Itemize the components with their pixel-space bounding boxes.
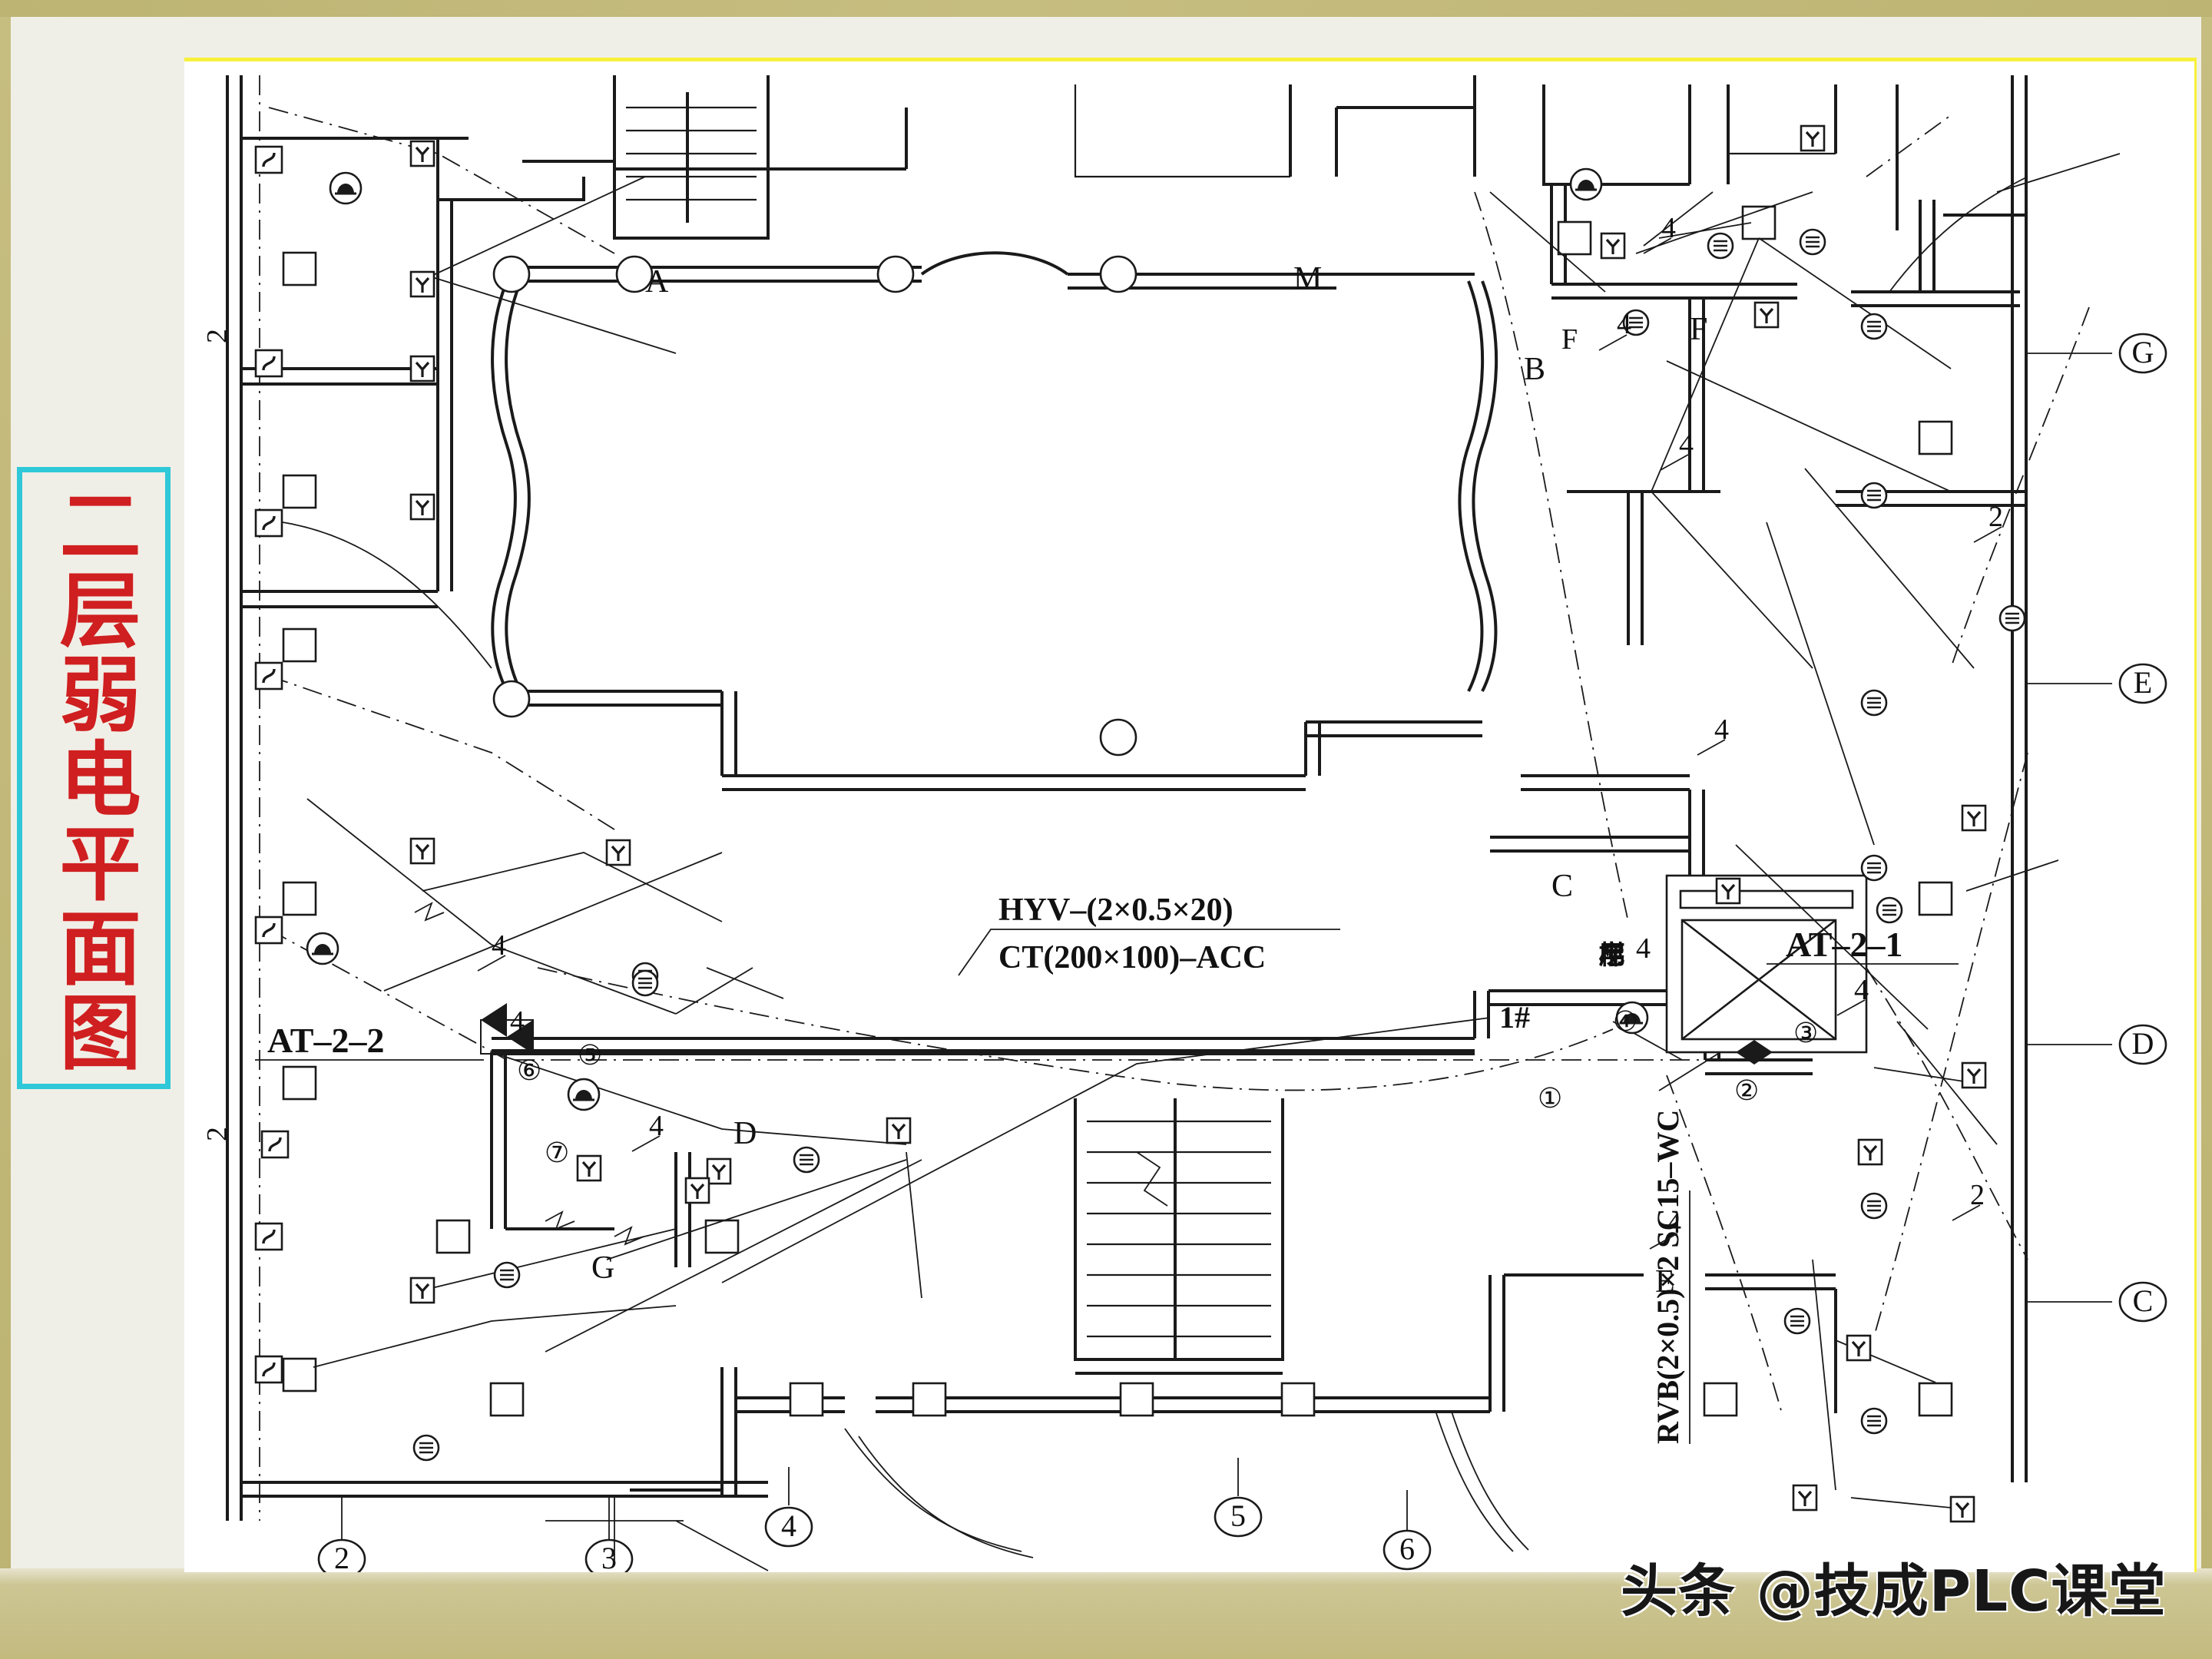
circuit-number: ⑦ xyxy=(545,1137,569,1169)
node-letter-B: B xyxy=(1524,352,1545,387)
panel-label-at-2-2: AT–2–2 xyxy=(255,1021,484,1061)
node-letter-C: C xyxy=(1551,869,1573,904)
grid-bubble-3: 3 xyxy=(584,1496,634,1572)
wire-count: 4 xyxy=(649,1110,664,1142)
grid-bubble-D: D xyxy=(2026,1024,2167,1065)
wire-count: 4 xyxy=(1636,932,1651,965)
cable-spec-line2: CT(200×100)–ACC xyxy=(998,940,1266,975)
wire-count: 4 xyxy=(1679,429,1694,461)
grid-bubble-C: C xyxy=(2026,1281,2167,1323)
slide-title-box: 二层弱电平面图 xyxy=(17,467,171,1089)
wire-count: 4 xyxy=(510,1005,525,1038)
circuit-number: ④ xyxy=(1613,1006,1637,1038)
wire-count: 4 xyxy=(1854,974,1869,1006)
grid-bubble-6: 6 xyxy=(1382,1490,1432,1571)
wire-count: 2 xyxy=(201,1127,233,1141)
wire-count: 4 xyxy=(1667,1207,1681,1240)
cable-spec-line1: HYV–(2×0.5×20) xyxy=(998,892,1233,928)
cable-spec-main-trunk: HYV–(2×0.5×20) CT(200×100)–ACC xyxy=(958,892,1340,976)
panel-at-2-2-symbol xyxy=(480,1003,534,1055)
cable-spec-riser: RVB(2×0.5)×2 SC15–WC xyxy=(1651,1110,1690,1444)
circuit-number: ⑥ xyxy=(517,1055,541,1087)
wire-count: 2 xyxy=(201,329,233,343)
node-letter-D: D xyxy=(733,1116,757,1151)
node-letter-M: M xyxy=(1293,261,1322,296)
grid-bubble-E: E xyxy=(2026,663,2167,704)
elevator-shaft-symbol xyxy=(1665,874,1868,1065)
floorplan-vector: .w {fill:none;stroke:#1a1a1a;stroke-widt… xyxy=(201,75,2167,1572)
circuit-number: ⑤ xyxy=(578,1040,602,1071)
grid-bubble-5: 5 xyxy=(1214,1458,1263,1538)
circuit-number: ② xyxy=(1734,1075,1759,1107)
grid-label: D xyxy=(2132,1026,2154,1061)
wire-count: 4 xyxy=(1661,212,1676,244)
node-letter-G: G xyxy=(591,1250,614,1286)
panel-label: AT–2–2 xyxy=(267,1021,385,1060)
page-title: 二层弱电平面图 xyxy=(45,483,142,1075)
grid-bubble-2: 2 xyxy=(317,1496,366,1572)
node-letter-E: E xyxy=(1655,1264,1675,1300)
grid-label: 5 xyxy=(1230,1498,1246,1533)
circuit-number: ③ xyxy=(1793,1018,1818,1049)
floorplan-drawing-canvas: .w {fill:none;stroke:#1a1a1a;stroke-widt… xyxy=(184,58,2197,1572)
node-letter-F2: F xyxy=(1561,323,1578,356)
grid-label: E xyxy=(2134,665,2152,700)
cable-spec-riser-text: RVB(2×0.5)×2 SC15–WC xyxy=(1651,1110,1685,1444)
structural-columns xyxy=(282,205,1953,1417)
grid-label: G xyxy=(2132,335,2154,369)
text-labels: HYV–(2×0.5×20) CT(200×100)–ACC RVB(2×0.5… xyxy=(201,212,2003,1444)
slide-bottom-decorative-band xyxy=(0,1568,2212,1659)
wire-count: 4 xyxy=(1714,714,1729,746)
watermark-text: 头条 @技成PLC课堂 xyxy=(1621,1558,2167,1624)
wire-count: 2 xyxy=(1988,501,2003,533)
slide-right-decorative-band xyxy=(2201,17,2212,1568)
grid-label: 4 xyxy=(781,1508,796,1543)
grid-bubble-4: 4 xyxy=(764,1467,813,1548)
grid-bubbles-bottom: 2 3 4 5 6 xyxy=(317,1458,1432,1572)
wire-count: 4 xyxy=(492,929,506,962)
node-letter-F: F xyxy=(1690,312,1707,347)
grid-label: 2 xyxy=(334,1541,349,1572)
room-label-elevator-lobby: 电梯厅 xyxy=(1594,941,1624,967)
wire-count: 2 xyxy=(1970,1179,1985,1211)
grid-bubble-G: G xyxy=(2026,333,2167,374)
node-letter-A: A xyxy=(645,264,669,300)
device-tag: 1# xyxy=(1499,1000,1530,1035)
panel-label-at-2-1: AT–2–1 xyxy=(1767,925,1959,965)
slide-top-decorative-band xyxy=(0,0,2212,17)
wire-count: 4 xyxy=(1617,308,1631,340)
grid-label: C xyxy=(2133,1283,2154,1318)
circuit-number: ① xyxy=(1538,1083,1562,1114)
grid-label: 6 xyxy=(1399,1532,1415,1566)
device-symbols xyxy=(254,124,2026,1523)
wiring-runs xyxy=(268,107,2121,1510)
slide-left-decorative-band xyxy=(0,17,11,1568)
grid-bubbles-right: G E D C xyxy=(2026,333,2167,1323)
grid-label: 3 xyxy=(601,1541,617,1572)
panel-label: AT–2–1 xyxy=(1786,925,1903,964)
